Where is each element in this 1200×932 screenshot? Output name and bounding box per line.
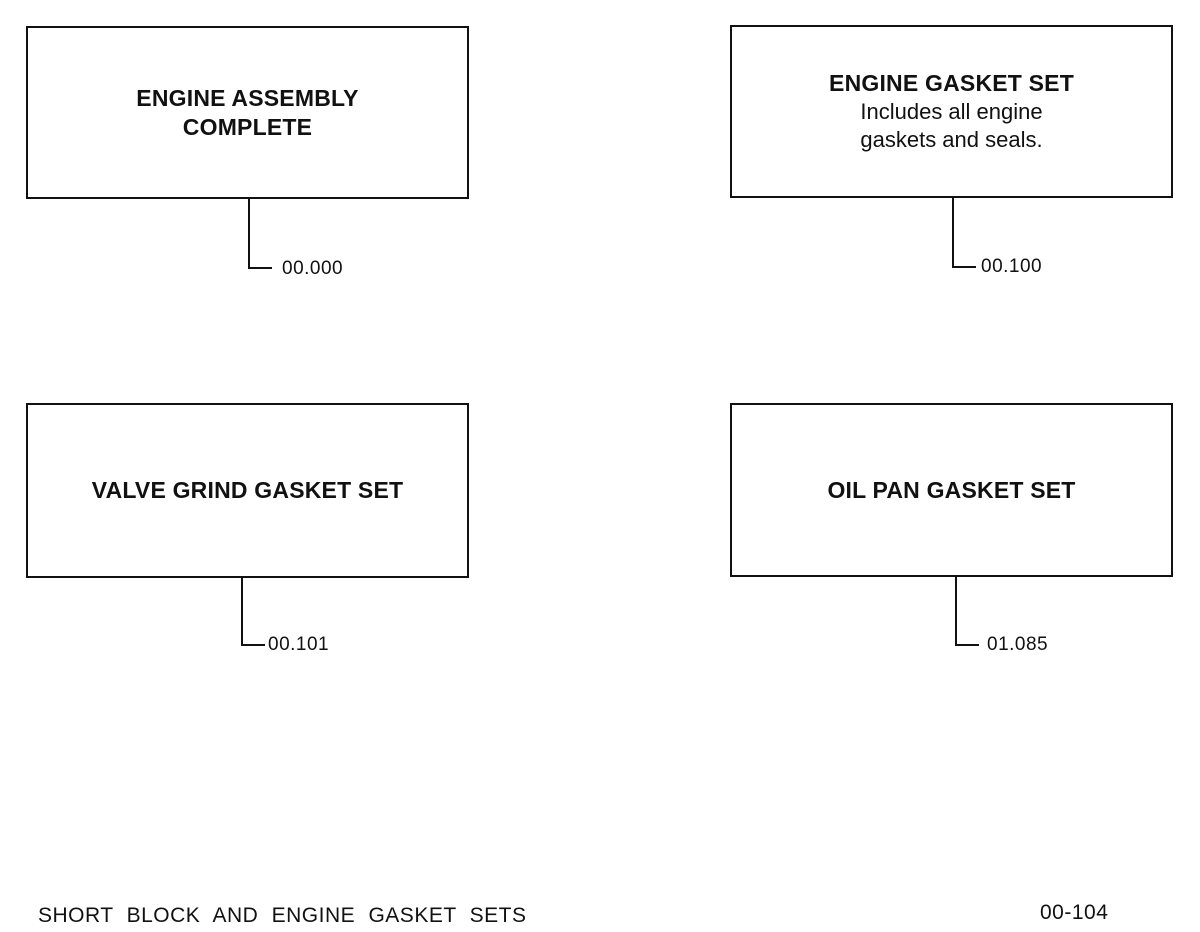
part-title: VALVE GRIND GASKET SET (91, 477, 404, 503)
leader-line (248, 198, 250, 269)
leader-line (241, 577, 243, 646)
leader-line (955, 576, 957, 646)
part-number: 01.085 (987, 634, 1049, 655)
leader-line (952, 197, 954, 268)
page-number: 00-104 (1040, 901, 1109, 924)
part-title: ENGINE GASKET SET (829, 70, 1074, 96)
part-title: OIL PAN GASKET SET (827, 476, 1076, 503)
part-number: 00.101 (268, 634, 330, 655)
leader-line (952, 266, 976, 268)
part-description: Includes all engine gaskets and seals. (860, 99, 1043, 152)
footer-section-title: SHORT BLOCK AND ENGINE GASKET SETS (38, 904, 527, 927)
part-box-oil-pan-gasket-set: OIL PAN GASKET SET (730, 403, 1173, 577)
leader-line (241, 644, 265, 646)
part-box-engine-gasket-set: ENGINE GASKET SET Includes all engine ga… (730, 25, 1173, 198)
part-box-valve-grind-gasket-set: VALVE GRIND GASKET SET (26, 403, 469, 578)
part-number: 00.100 (981, 256, 1043, 277)
part-number: 00.000 (282, 258, 344, 279)
part-title: ENGINE ASSEMBLY COMPLETE (136, 84, 359, 140)
leader-line (955, 644, 979, 646)
part-box-engine-assembly: ENGINE ASSEMBLY COMPLETE (26, 26, 469, 199)
leader-line (248, 267, 272, 269)
